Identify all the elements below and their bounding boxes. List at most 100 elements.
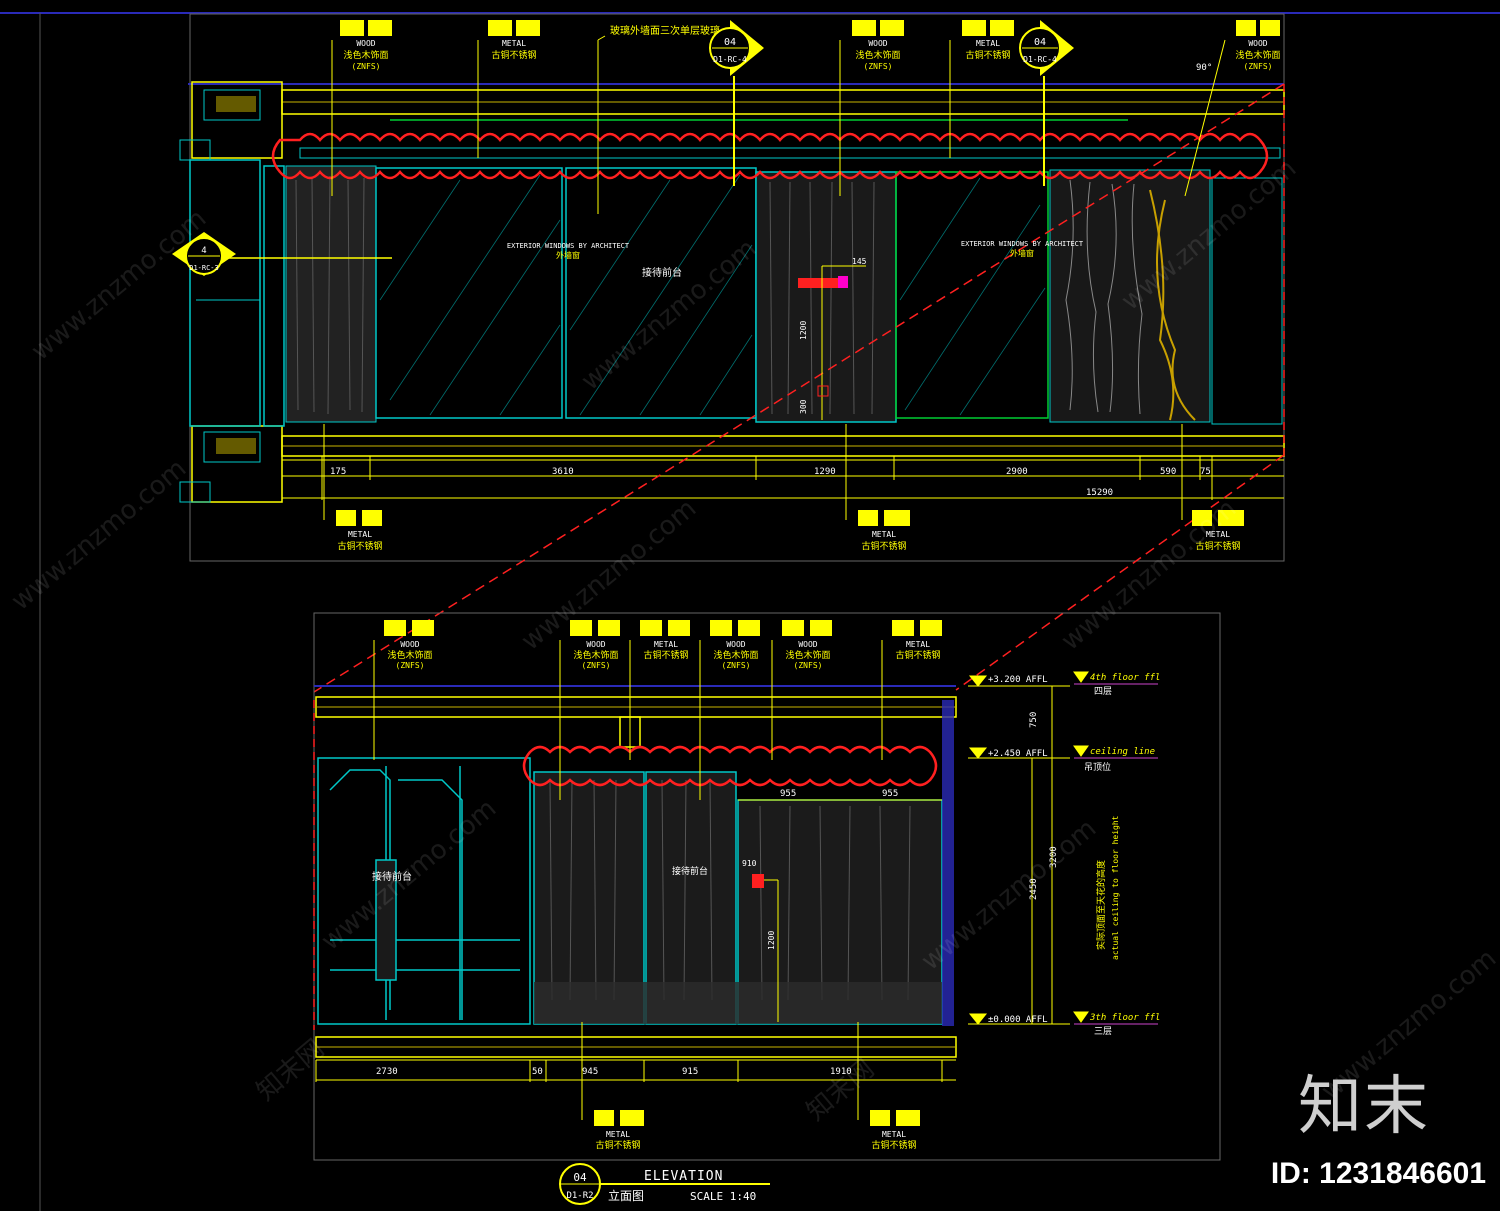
elev-lattice-screen xyxy=(317,757,531,1025)
elev-revision-cloud xyxy=(522,745,938,787)
elev-inner-vdim-1: 1200 xyxy=(767,931,776,950)
plan-dims: 175 3610 1290 2900 590 75 15290 xyxy=(330,467,1211,498)
elev-bottom-tag-1-code: METAL xyxy=(606,1130,630,1139)
plan-bottom-leaders xyxy=(323,424,1183,520)
level-1-val: +3.200 AFFL xyxy=(988,675,1048,685)
plan-glazing-note-1: EXTERIOR WINDOWS BY ARCHITECT xyxy=(507,242,630,250)
title-num: 04 xyxy=(573,1171,587,1184)
level-3-val: ±0.000 AFFL xyxy=(988,1015,1048,1025)
elev-tag-2: WOOD 浅色木饰面 (ZNFS) xyxy=(570,620,620,670)
plan-tag-5-sub: (ZNFS) xyxy=(1244,62,1273,71)
plan-wood-panel-2 xyxy=(755,171,897,423)
plan-tag-4-cn: 古铜不锈钢 xyxy=(965,49,1010,61)
plan-glazing-cn-2: 外墙窗 xyxy=(1010,248,1034,258)
plan-vert-dim-1: 1200 xyxy=(799,321,808,340)
section-marker-2-ref: D1-RC-4 xyxy=(1023,55,1057,64)
section-marker-2: 04 D1-RC-4 xyxy=(1019,20,1074,76)
level-1-cn: 四层 xyxy=(1094,686,1112,697)
elev-dim-ticks xyxy=(315,1060,943,1082)
plan-top-note: 玻璃外墙面三次单层玻璃 xyxy=(610,24,720,37)
elev-tag-5-cn: 浅色木饰面 xyxy=(785,649,830,661)
elev-tag-2-code: WOOD xyxy=(586,640,605,649)
plan-tag-2-cn: 古铜不锈钢 xyxy=(491,49,536,61)
elev-vdim-2: 3200 xyxy=(1049,846,1059,868)
elev-bottom-tag-2-cn: 古铜不锈钢 xyxy=(871,1139,916,1151)
elev-tag-1-cn: 浅色木饰面 xyxy=(387,649,432,661)
level-2-val: +2.450 AFFL xyxy=(988,749,1048,759)
elev-level-lines xyxy=(968,671,1158,1025)
elev-tag-5-code: WOOD xyxy=(798,640,817,649)
elev-level-1: +3.200 AFFL 4th floor ffl 四层 xyxy=(988,673,1160,697)
elev-tag-6-cn: 古铜不锈钢 xyxy=(895,649,940,661)
elevation-view xyxy=(313,612,1221,1161)
elev-tag-3-cn: 古铜不锈钢 xyxy=(643,649,688,661)
plan-dim-6: 75 xyxy=(1200,467,1211,477)
elev-top-leaders xyxy=(373,640,883,800)
title-text: ELEVATION xyxy=(644,1169,723,1184)
elev-top-dim-1: 955 xyxy=(780,789,796,799)
elev-tag-6: METAL 古铜不锈钢 xyxy=(892,620,942,661)
plan-room-label: 接待前台 xyxy=(642,266,682,279)
plan-tag-2: METAL 古铜不锈钢 xyxy=(488,20,540,61)
plan-tag-4: METAL 古铜不锈钢 xyxy=(962,20,1014,61)
plan-bottom-tag-1-cn: 古铜不锈钢 xyxy=(337,540,382,552)
level-3-cn: 三层 xyxy=(1094,1026,1112,1037)
plan-tag-3-cn: 浅色木饰面 xyxy=(855,49,900,61)
plan-tag-3: WOOD 浅色木饰面 (ZNFS) xyxy=(852,20,904,71)
elev-tag-4: WOOD 浅色木饰面 (ZNFS) xyxy=(710,620,760,670)
image-id: ID: 1231846601 xyxy=(1270,1157,1486,1190)
elev-vertical-note-cn: 实际顶面至天花的高度 xyxy=(1095,860,1107,950)
plan-left-column-bottom xyxy=(179,425,283,503)
elev-level-2: +2.450 AFFL ceiling line 吊顶位 xyxy=(988,747,1155,773)
elev-tag-6-code: METAL xyxy=(906,640,930,649)
elev-top-dim-2: 955 xyxy=(882,789,898,799)
section-marker-1-num: 04 xyxy=(724,37,736,48)
plan-bottom-tag-3-cn: 古铜不锈钢 xyxy=(1195,540,1240,552)
plan-tag-5: WOOD 浅色木饰面 (ZNFS) xyxy=(1235,20,1281,71)
title-block: 04 D1-R2 ELEVATION 立面图 SCALE 1:40 xyxy=(559,1163,770,1205)
plan-top-leaders xyxy=(331,35,1226,214)
elev-dim-5: 1910 xyxy=(830,1067,852,1077)
elev-tag-4-code: WOOD xyxy=(726,640,745,649)
plan-tag-5-cn: 浅色木饰面 xyxy=(1235,49,1280,61)
plan-bottom-tag-2-code: METAL xyxy=(872,530,896,539)
left-marker: 4 D1-RC-3 xyxy=(172,232,236,276)
plan-tag-1: WOOD 浅色木饰面 (ZNFS) xyxy=(340,20,392,71)
plan-glass-hatch xyxy=(379,174,1046,416)
plan-vert-dim-2: 300 xyxy=(799,399,808,414)
elev-tag-1-code: WOOD xyxy=(400,640,419,649)
elev-bottom-tag-2: METAL 古铜不锈钢 xyxy=(870,1110,920,1151)
elev-bottom-tag-2-code: METAL xyxy=(882,1130,906,1139)
elev-tag-5: WOOD 浅色木饰面 (ZNFS) xyxy=(782,620,832,670)
plan-dim-total: 15290 xyxy=(1086,488,1113,498)
plan-tag-4-code: METAL xyxy=(976,39,1000,48)
plan-bottom-tag-2-cn: 古铜不锈钢 xyxy=(861,540,906,552)
elev-tag-1: WOOD 浅色木饰面 (ZNFS) xyxy=(384,620,434,670)
elev-dims: 2730 50 945 915 1910 xyxy=(376,1067,852,1077)
plan-curtain-folds xyxy=(1065,179,1143,415)
plan-dim-3: 1290 xyxy=(814,467,836,477)
level-1-label: 4th floor ffl xyxy=(1090,673,1160,683)
plan-glazing-cn-1: 外墙窗 xyxy=(556,250,580,260)
plan-small-dim: 145 xyxy=(852,257,867,266)
elev-bottom-tag-1-cn: 古铜不锈钢 xyxy=(595,1139,640,1151)
projection-line-1 xyxy=(313,83,1285,693)
plan-red-fixture xyxy=(798,278,842,288)
elev-vertical-note-en: actual ceiling to floor height xyxy=(1111,815,1120,960)
elev-tag-2-cn: 浅色木饰面 xyxy=(573,649,618,661)
plan-tag-1-cn: 浅色木饰面 xyxy=(343,49,388,61)
plan-dim-1: 175 xyxy=(330,467,346,477)
elev-wood-texture xyxy=(549,779,911,1001)
plan-curtain xyxy=(1049,169,1211,423)
elev-centre-label: 接待前台 xyxy=(672,865,708,877)
level-3-label: 3th floor ffl xyxy=(1089,1013,1160,1023)
left-marker-num: 4 xyxy=(201,246,206,256)
elev-room-label: 接待前台 xyxy=(372,870,412,883)
section-marker-1: 04 D1-RC-4 xyxy=(709,20,764,76)
elev-bottom-leaders xyxy=(581,1022,859,1120)
elev-tag-3-code: METAL xyxy=(654,640,678,649)
plan-tag-1-sub: (ZNFS) xyxy=(352,62,381,71)
elev-tag-3: METAL 古铜不锈钢 xyxy=(640,620,690,661)
plan-revision-cloud xyxy=(271,132,1269,180)
